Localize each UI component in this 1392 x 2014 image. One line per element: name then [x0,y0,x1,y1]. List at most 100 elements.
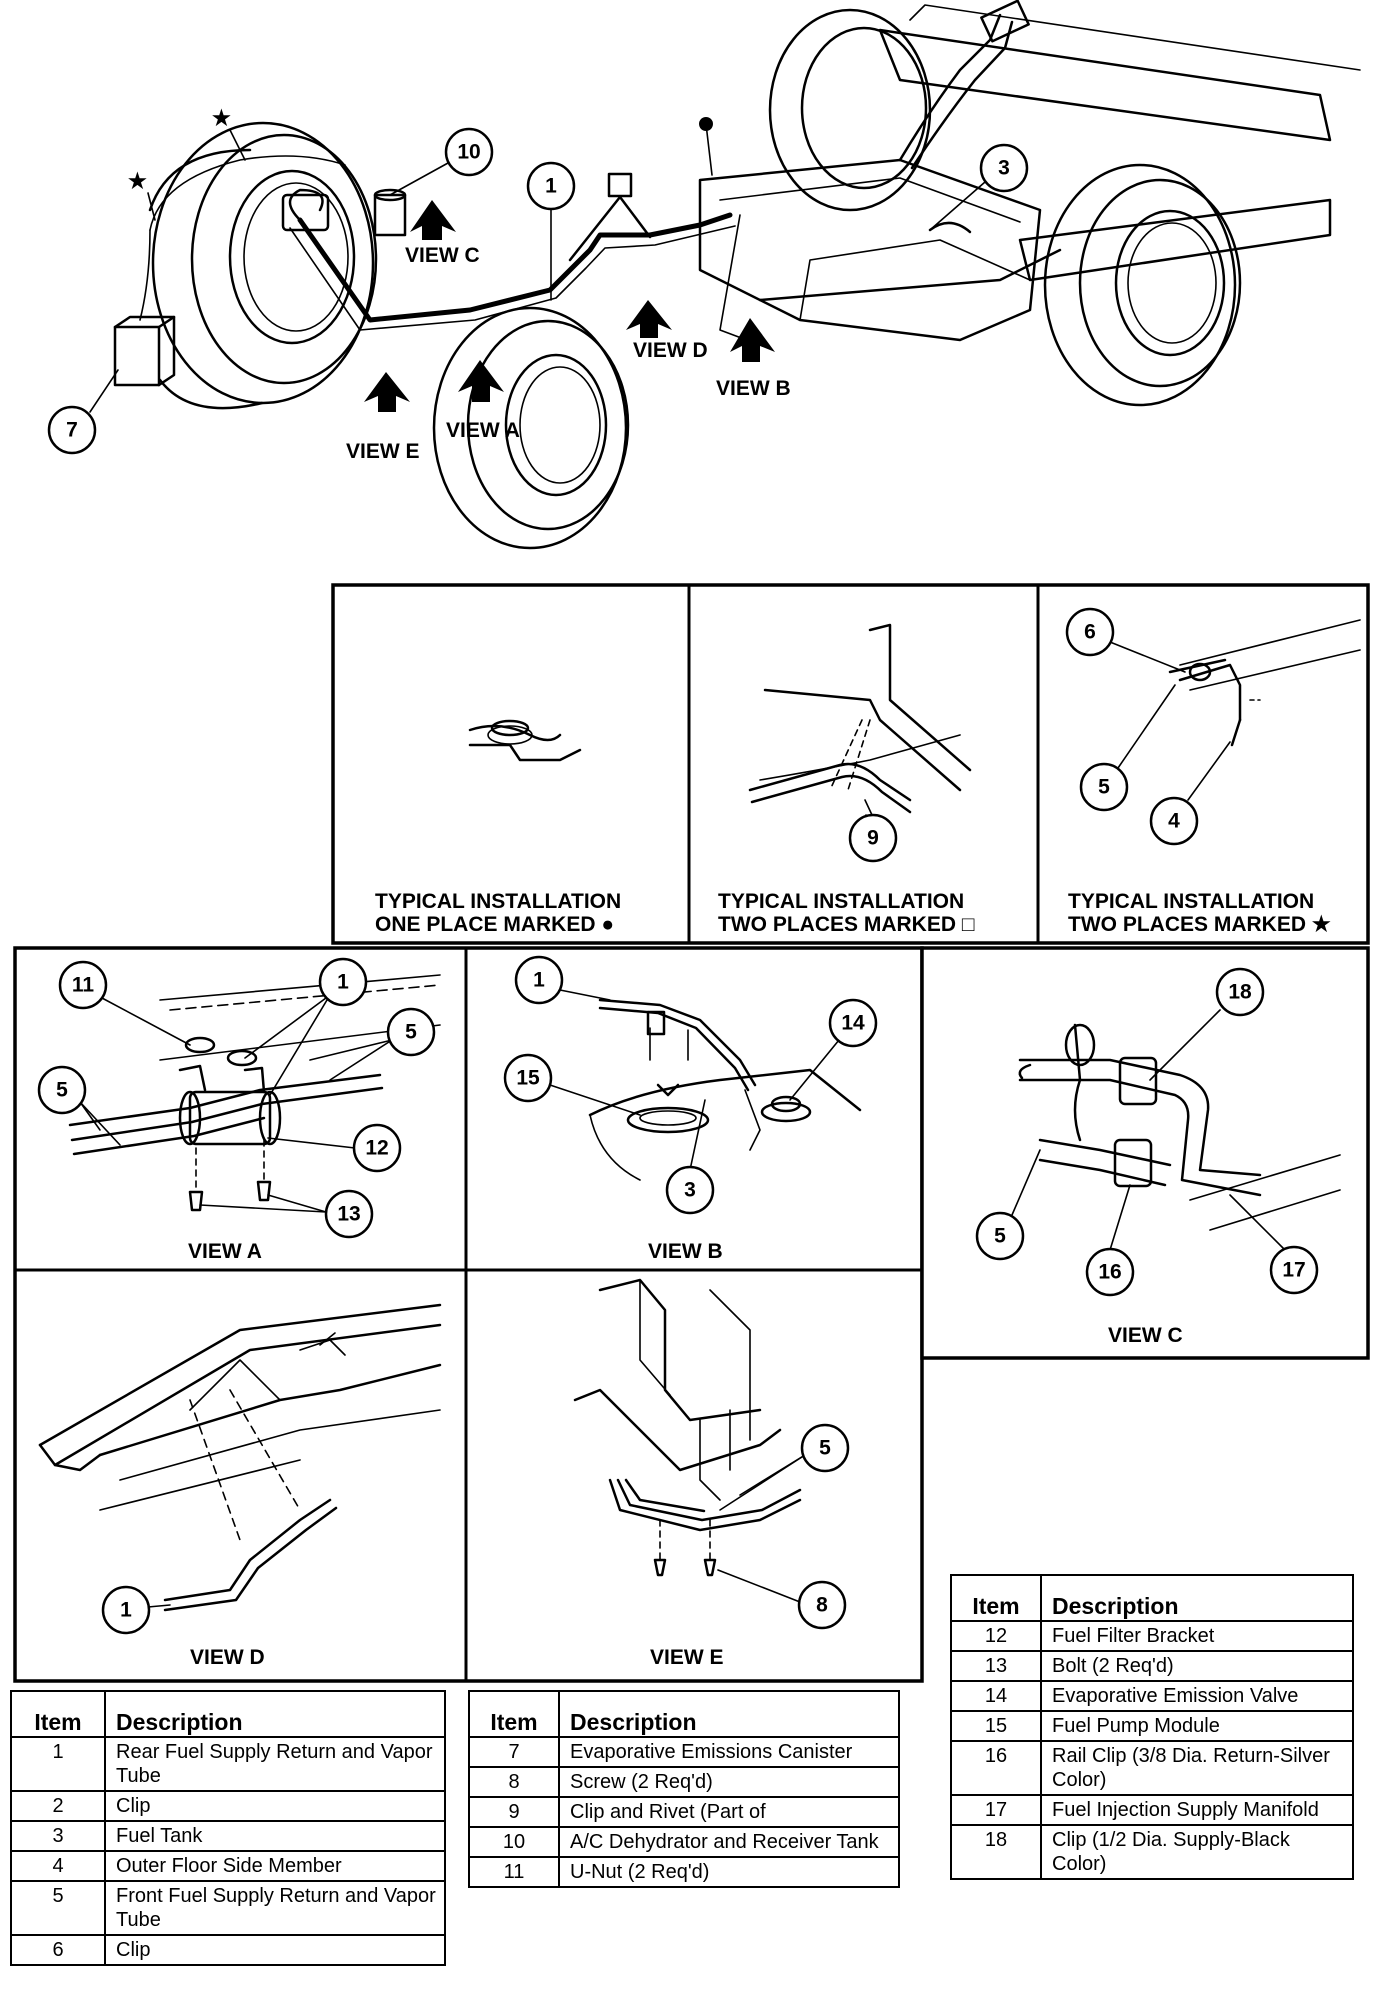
view-b-callout-3: 3 [684,1179,696,1202]
header-item: Item [950,1574,1042,1622]
view-c-callout-16: 16 [1098,1261,1121,1284]
view-c-panel [1018,1023,1341,1231]
view-c-callout-5: 5 [994,1225,1006,1248]
view-a-label: VIEW A [188,1240,262,1263]
typical-clip-drawing [468,719,582,762]
view-a-callout-5b: 5 [405,1021,417,1044]
item-description: Front Fuel Supply Return and Vapor Tube [104,1880,446,1936]
item-description: Clip [104,1790,446,1822]
view-panels: 11 1 5 5 12 13 VIEW A [13,946,1370,1683]
item-description: Evaporative Emission Valve [1040,1680,1354,1712]
item-number: 9 [468,1796,560,1828]
item-number: 14 [950,1680,1042,1712]
item-description: Clip [104,1934,446,1966]
item-description: A/C Dehydrator and Receiver Tank [558,1826,900,1858]
view-c-label: VIEW C [1108,1324,1183,1347]
overview-illustration: ★ ★ VIEW C VIEW D VIEW B VIEW A VIEW E 1… [47,0,1361,550]
view-b-callout-14: 14 [841,1012,865,1035]
view-a-callout-13: 13 [337,1203,360,1226]
view-a-callout-12: 12 [365,1137,388,1160]
item-number: 13 [950,1650,1042,1682]
rear-left-wheel [768,8,932,212]
typical-box2-line2: TWO PLACES MARKED □ [718,913,975,936]
typical-installation-panel: TYPICAL INSTALLATION ONE PLACE MARKED ● … [331,583,1370,945]
callout-10: 10 [457,141,480,164]
view-arrow [410,200,456,240]
front-left-wheel [148,121,378,410]
item-description: Evaporative Emissions Canister [558,1736,900,1768]
square-marker [607,172,633,198]
callout-1: 1 [545,175,557,198]
typical-box1-line2: ONE PLACE MARKED ● [375,913,614,936]
item-description: Fuel Tank [104,1820,446,1852]
view-b-callout-1: 1 [533,969,545,992]
view-c-callout-17: 17 [1282,1259,1305,1282]
item-number: 10 [468,1826,560,1858]
view-a-callout-11: 11 [72,974,95,997]
view-arrow [626,300,672,338]
callout-6: 6 [1084,621,1096,644]
typical-box1-line1: TYPICAL INSTALLATION [375,890,621,913]
evap-canister [113,229,176,387]
view-e-panel [573,1278,802,1577]
typical-box3-line2: TWO PLACES MARKED ★ [1068,913,1331,936]
header-item: Item [468,1690,560,1738]
item-description: Screw (2 Req'd) [558,1766,900,1798]
view-arrow [458,360,504,402]
view-d-label: VIEW D [633,339,708,362]
callout-9: 9 [867,827,879,850]
header-item: Item [10,1690,106,1738]
item-description: Rail Clip (3/8 Dia. Return-Silver Color) [1040,1740,1354,1796]
view-a-label: VIEW A [446,419,520,442]
view-b-callout-15: 15 [516,1067,540,1090]
item-number: 17 [950,1794,1042,1826]
callout-5: 5 [1098,776,1110,799]
item-number: 1 [10,1736,106,1792]
item-description: Fuel Injection Supply Manifold [1040,1794,1354,1826]
item-description: Rear Fuel Supply Return and Vapor Tube [104,1736,446,1792]
view-arrow [364,372,410,412]
callout-4: 4 [1168,810,1180,833]
header-description: Description [1040,1574,1354,1622]
typical-clip-rivet-drawing [748,623,972,821]
typical-box2-line1: TYPICAL INSTALLATION [718,890,964,913]
item-number: 3 [10,1820,106,1852]
item-description: Fuel Filter Bracket [1040,1620,1354,1652]
item-number: 18 [950,1824,1042,1880]
header-description: Description [104,1690,446,1738]
callout-3: 3 [998,157,1010,180]
view-a-panel [68,974,441,1212]
view-e-callout-8: 8 [816,1594,828,1617]
rear-right-wheel [1043,163,1242,407]
view-d-panel [38,1303,442,1612]
front-right-wheel [432,306,630,550]
view-b-label: VIEW B [648,1240,723,1263]
item-number: 8 [468,1766,560,1798]
item-description: Fuel Pump Module [1040,1710,1354,1742]
item-description: U-Nut (2 Req'd) [558,1856,900,1888]
legend-header: Item Description [468,1690,900,1738]
item-number: 5 [10,1880,106,1936]
item-number: 7 [468,1736,560,1768]
view-d-label: VIEW D [190,1646,265,1669]
callout-7: 7 [66,419,78,442]
item-number: 15 [950,1710,1042,1742]
item-number: 11 [468,1856,560,1888]
item-description: Clip (1/2 Dia. Supply-Black Color) [1040,1824,1354,1880]
view-a-callout-1: 1 [337,971,349,994]
